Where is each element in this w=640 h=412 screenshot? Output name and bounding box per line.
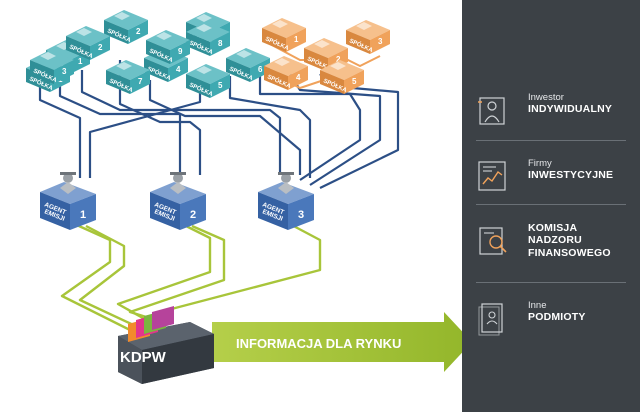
market-info-arrow: INFORMACJA DLA RYNKU [212,312,472,372]
company-number: 4 [176,65,181,74]
company-number: 1 [294,35,299,44]
document-icon [478,303,503,336]
company-number: 4 [296,73,301,82]
agent-number: 3 [298,209,304,221]
investor-icon [478,97,505,125]
company-number: 3 [378,37,383,46]
company-number: 5 [352,77,357,86]
company-number: 9 [178,47,183,56]
agent-kdpw-links [60,220,322,332]
agent-person-icon [173,173,183,183]
investor-line1: Inwestor [528,92,564,103]
company-number: 2 [98,43,103,52]
kdpw-box: KDPW [118,306,214,384]
divider [476,282,626,283]
investment-firm-icon [478,161,506,191]
agent-number: 2 [190,209,196,221]
investor-line2: INDYWIDUALNY [528,103,613,116]
firms-line2: INWESTYCYJNE [528,169,614,182]
company-number: 6 [258,65,263,74]
company-number: 3 [62,67,67,76]
knf-line3: FINANSOWEGO [528,246,611,259]
firms-line1: Firmy [528,158,552,169]
other-line2: PODMIOTY [528,311,586,324]
commission-icon [479,227,507,255]
knf-line2: NADZORU [528,234,582,247]
recipients-panel: Inwestor INDYWIDUALNY Firmy INWESTYCYJNE… [462,0,640,412]
company-number: 8 [218,39,223,48]
other-line1: Inne [528,300,547,311]
divider [476,204,626,205]
agent-person-icon [63,173,73,183]
arrow-label: INFORMACJA DLA RYNKU [236,336,401,351]
company-number: 5 [218,81,223,90]
kdpw-colored-sheets [128,306,174,342]
teal-company-group: SPÓŁKA1SPÓŁKA2SPÓŁKA3SPÓŁKA4SPÓŁKA5SPÓŁK… [26,10,270,98]
company-number: 7 [138,77,143,86]
agent-person-icon [281,173,291,183]
knf-line1: KOMISJA [528,222,578,234]
agent-number: 1 [80,209,86,221]
divider [476,140,626,141]
company-number: 2 [136,27,141,36]
kdpw-label: KDPW [120,349,167,366]
company-number: 2 [336,55,341,64]
company-number: 1 [78,57,83,66]
